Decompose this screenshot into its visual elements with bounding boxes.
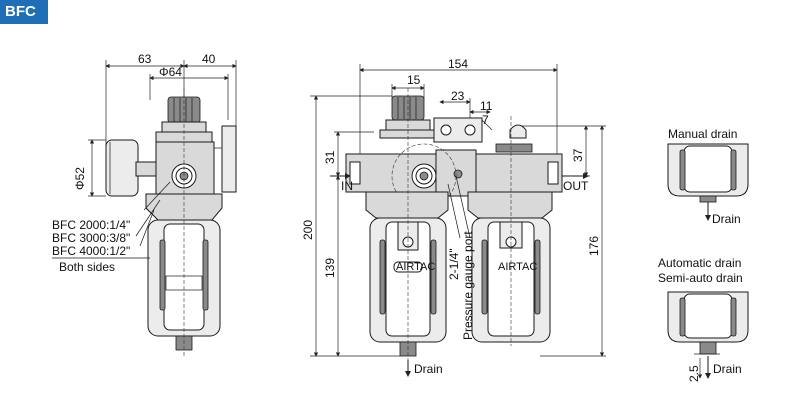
dim-phi52: Φ52: [73, 167, 87, 190]
dim-176: 176: [587, 236, 601, 256]
dim-7: 7: [482, 113, 489, 127]
manual-drain-title: Manual drain: [668, 127, 737, 141]
semi-auto-drain-title: Semi-auto drain: [658, 271, 743, 285]
drain-label: Drain: [414, 362, 443, 376]
dim-15: 15: [407, 73, 421, 87]
port-label-both-sides: Both sides: [59, 260, 115, 274]
dim-23: 23: [451, 89, 465, 103]
out-label: OUT: [563, 179, 589, 193]
dim-63: 63: [138, 52, 152, 66]
brand-logo-right: AIRTAC: [498, 261, 537, 273]
left-view-labels: 63 40 Φ64 Φ52 BFC 2000:1/4" BFC 3000:3/8…: [52, 52, 216, 274]
auto-drain-label: Drain: [713, 362, 742, 376]
dim-139: 139: [323, 258, 337, 278]
dim-154: 154: [448, 57, 468, 71]
dim-40: 40: [202, 52, 216, 66]
dim-11: 11: [480, 99, 493, 113]
front-view-labels: 154 15 23 11 7 31 200 139 37 176 IN OUT …: [301, 57, 601, 376]
model-badge: BFC: [0, 0, 48, 24]
dim-2-5: 2.5: [687, 365, 701, 382]
dim-phi64: Φ64: [159, 65, 182, 79]
dim-31: 31: [323, 150, 337, 164]
brand-logo-left: AIRTAC: [396, 261, 435, 273]
auto-drain-title: Automatic drain: [658, 256, 741, 270]
port-label-4000: BFC 4000:1/2": [52, 244, 130, 258]
port-label-3000: BFC 3000:3/8": [52, 231, 130, 245]
drain-detail-views: [667, 143, 749, 379]
manual-drain-label: Drain: [712, 212, 741, 226]
in-label: IN: [341, 179, 353, 193]
drain-detail-labels: Manual drain Drain Automatic drain Semi-…: [658, 127, 743, 382]
dim-200: 200: [301, 220, 315, 240]
gauge-port-label: Pressure gauge port: [461, 231, 475, 340]
front-view: [310, 64, 606, 377]
dim-37: 37: [571, 148, 585, 162]
port-label-2000: BFC 2000:1/4": [52, 218, 130, 232]
left-side-view: [52, 60, 237, 356]
gauge-size-label: 2-1/4": [447, 248, 461, 280]
